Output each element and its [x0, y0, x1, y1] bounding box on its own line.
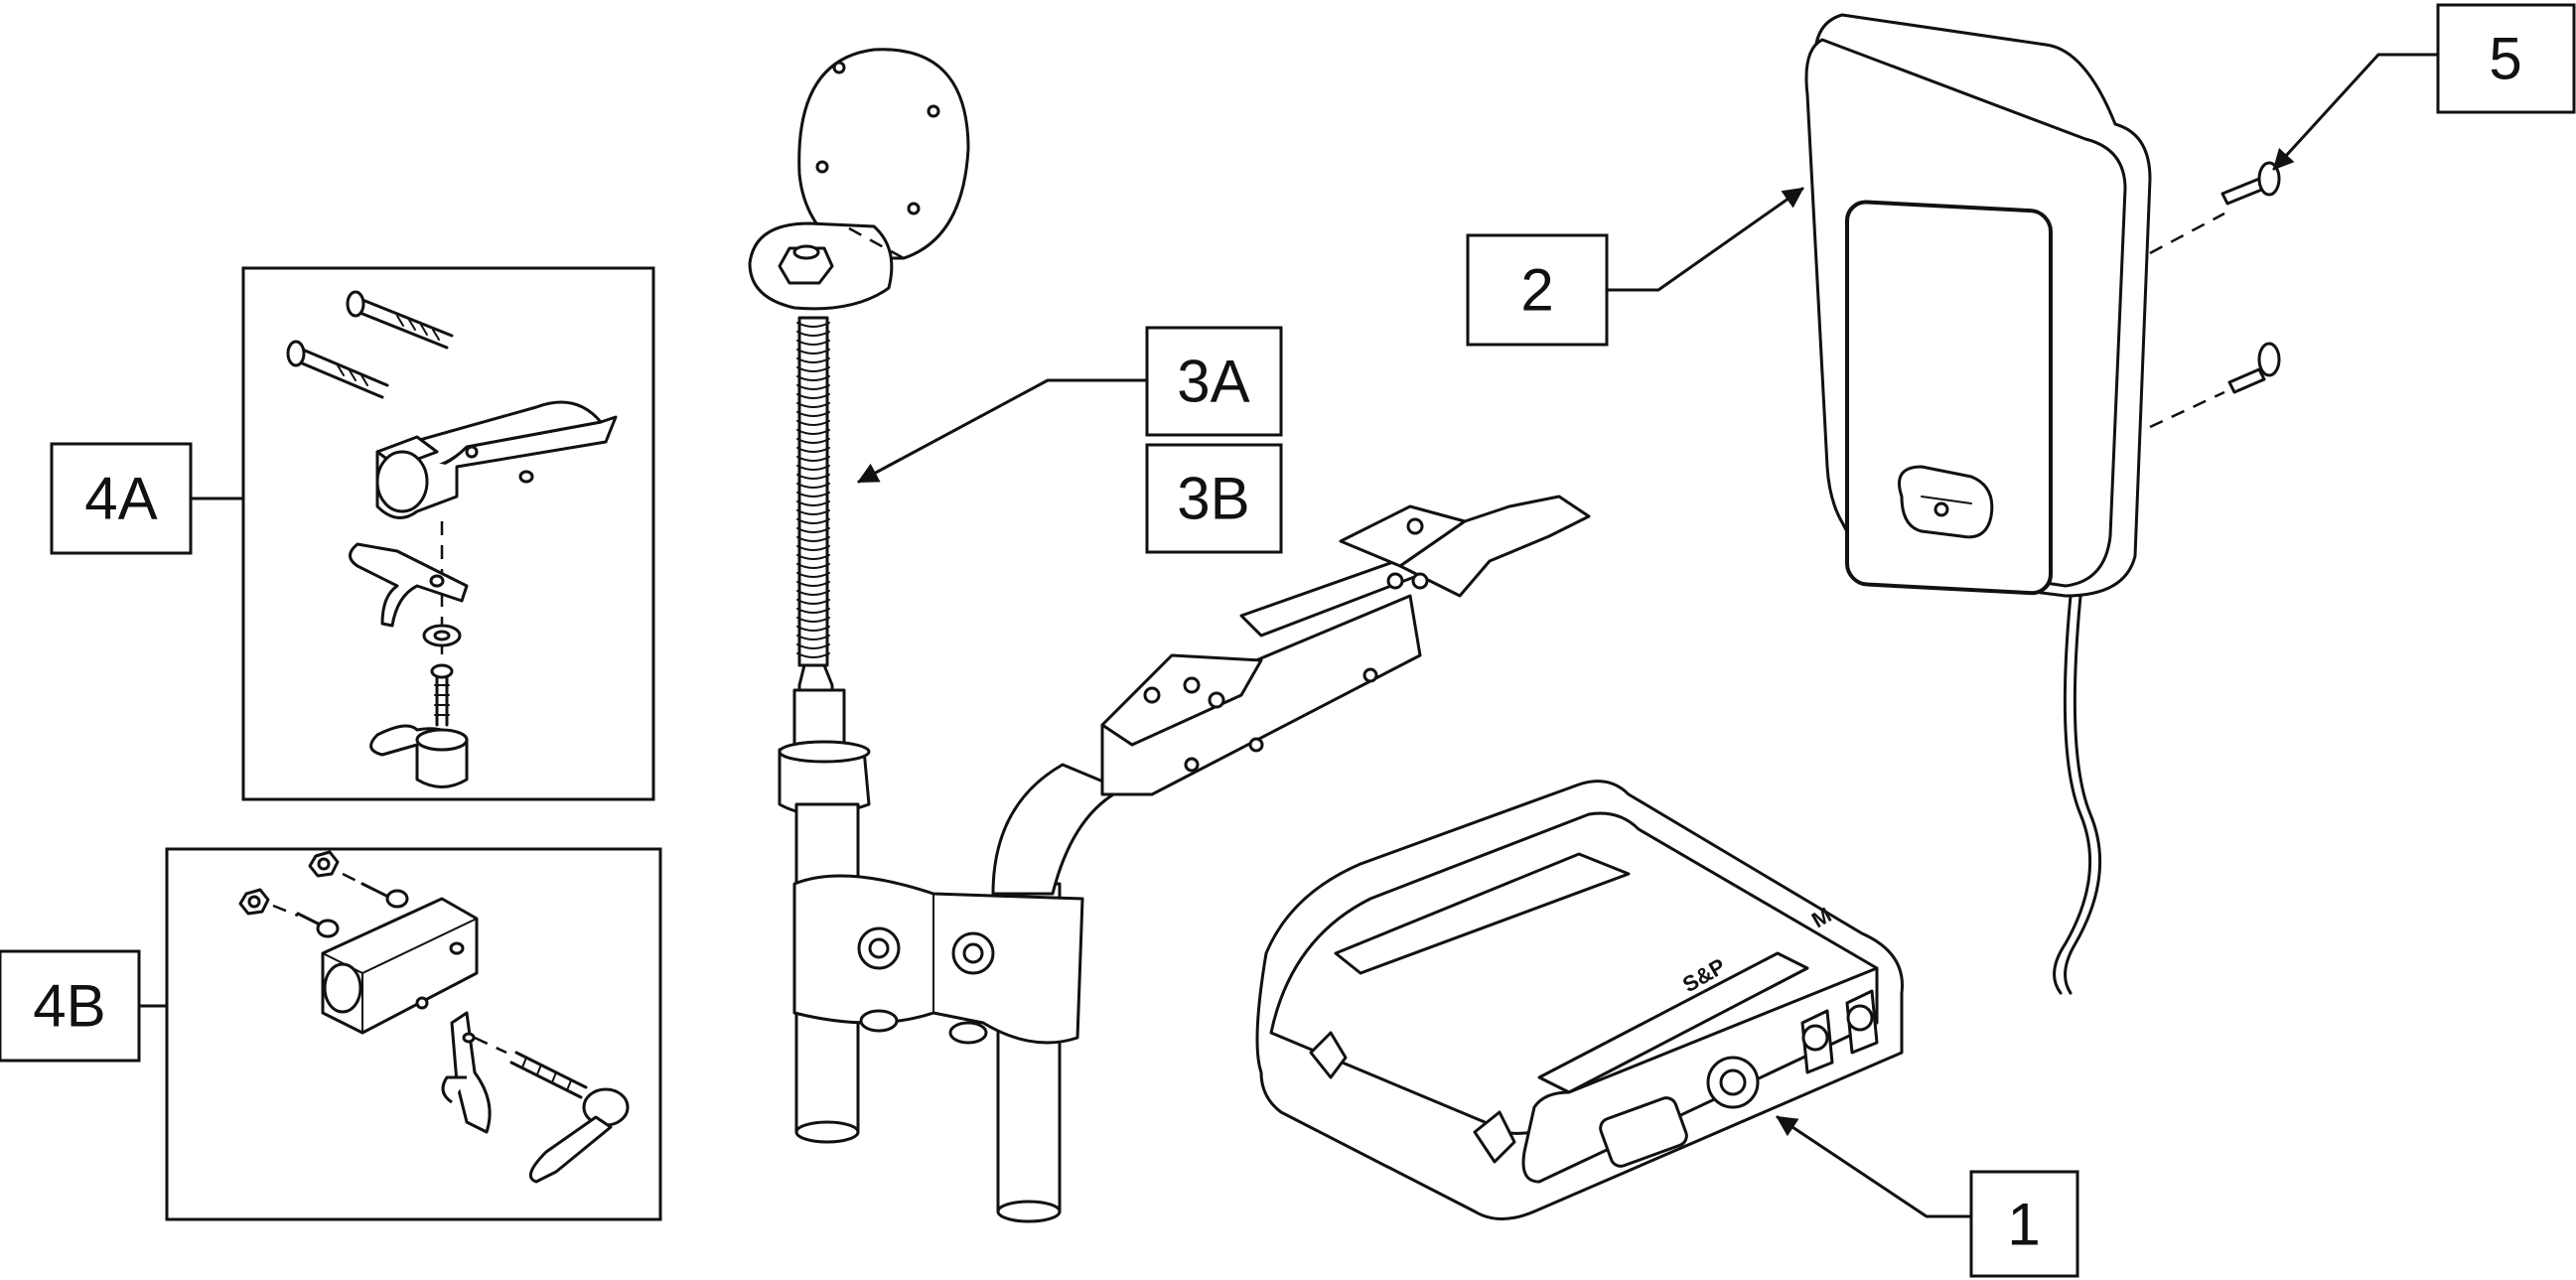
gooseneck-coil-ring: [796, 518, 830, 524]
gooseneck-coil-ring: [796, 357, 830, 363]
gooseneck-coil-ring: [796, 331, 830, 337]
gooseneck-coil-ring: [796, 402, 830, 408]
callout-5: 5: [2272, 3, 2576, 171]
gooseneck-coil-ring: [796, 643, 830, 649]
screw-5-upper: [2220, 161, 2281, 206]
callout-1: 1: [1776, 1115, 2079, 1278]
callout-2-label: 2: [1520, 257, 1553, 324]
gooseneck-coil-ring: [796, 599, 830, 605]
gooseneck-coil-ring: [796, 438, 830, 444]
clamp-bolt-4a-lower: [286, 340, 389, 399]
callout-2: 2: [1466, 187, 1804, 347]
gooseneck-coil-ring: [796, 375, 830, 381]
gooseneck-coil-ring: [796, 545, 830, 551]
gooseneck-coil-ring: [796, 322, 830, 328]
gooseneck-coil-ring: [796, 572, 830, 578]
gooseneck-coil-ring: [796, 554, 830, 560]
callout-1-label: 1: [2007, 1192, 2040, 1258]
gooseneck-coil-ring: [796, 474, 830, 480]
callout-4b-label: 4B: [33, 973, 105, 1040]
screw-5-lower: [2227, 342, 2281, 394]
gooseneck-coil-ring: [796, 536, 830, 542]
gooseneck-coil-ring: [796, 581, 830, 587]
display-unit: [1804, 13, 2225, 995]
callout-3a-label: 3A: [1177, 349, 1249, 415]
callout-5-label: 5: [2489, 26, 2521, 92]
control-module: S&P M: [1255, 780, 1904, 1220]
release-clip-4a: [349, 542, 469, 647]
gooseneck-coil-ring: [796, 652, 830, 658]
gooseneck-coil-ring: [796, 349, 830, 355]
gooseneck-coil-ring: [796, 590, 830, 596]
callout-3b-label: 3B: [1177, 466, 1249, 532]
gooseneck-coil-ring: [796, 635, 830, 640]
gooseneck-coil-ring: [796, 626, 830, 632]
gooseneck-coil-ring: [796, 366, 830, 372]
gooseneck-coil-ring: [796, 608, 830, 614]
gooseneck-coil-ring: [796, 465, 830, 471]
gooseneck-coil-ring: [796, 420, 830, 426]
tube-clamp-4b: [316, 897, 479, 1035]
flexible-mount-arm: [748, 48, 1591, 1223]
gooseneck-coil-ring: [796, 563, 830, 569]
nut-4b-right: [308, 850, 409, 909]
callout-3a: 3A: [857, 326, 1283, 484]
detail-panel-4a: [241, 266, 655, 801]
gooseneck-coil-ring: [796, 429, 830, 435]
callout-4b: 4B: [0, 949, 169, 1063]
bracket-4b: [441, 1011, 492, 1134]
gooseneck-coil-ring: [796, 500, 830, 506]
locking-pin-4a: [369, 663, 469, 788]
gooseneck-coil-ring: [796, 384, 830, 390]
gooseneck-coil-ring: [796, 411, 830, 417]
gooseneck-coil-ring: [796, 527, 830, 533]
gooseneck-coils: [796, 322, 830, 658]
cam-lever-4b: [474, 1036, 630, 1184]
tube-clamp-4a: [375, 400, 618, 685]
nut-4b-left: [238, 888, 330, 930]
gooseneck-coil-ring: [796, 447, 830, 453]
gooseneck-coil-ring: [796, 393, 830, 399]
gooseneck-coil-ring: [796, 340, 830, 346]
clamp-bolt-4a: [346, 290, 454, 350]
gooseneck-coil-ring: [796, 456, 830, 462]
gooseneck-coil-ring: [796, 617, 830, 623]
callout-3b: 3B: [1145, 443, 1283, 554]
detail-panel-4b: [165, 847, 662, 1221]
gooseneck-coil-ring: [796, 509, 830, 515]
callout-4a: 4A: [50, 442, 245, 555]
gooseneck-coil-ring: [796, 483, 830, 489]
gooseneck-coil-ring: [796, 492, 830, 498]
callout-4a-label: 4A: [84, 466, 157, 532]
